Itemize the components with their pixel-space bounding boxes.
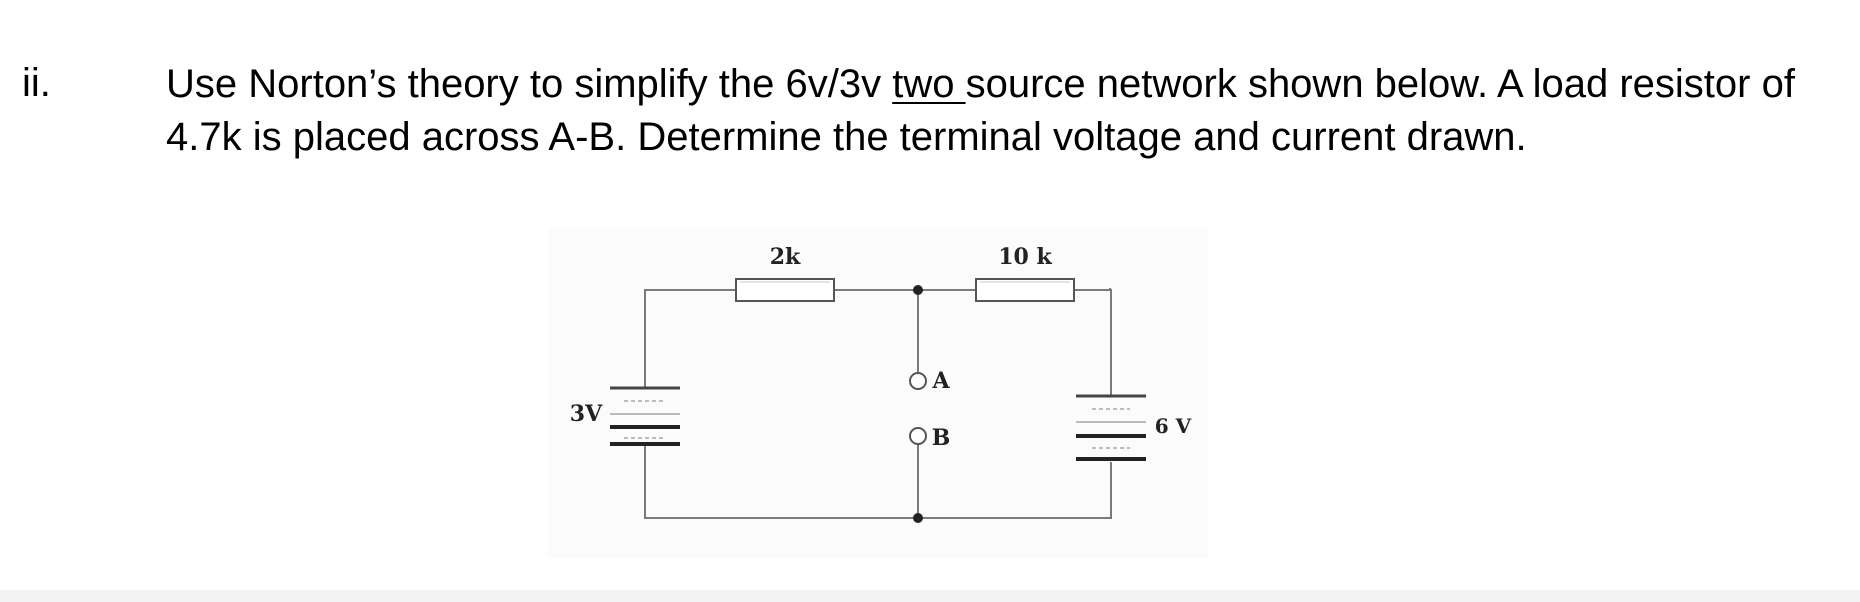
bottom-strip bbox=[0, 590, 1860, 602]
circuit-wires bbox=[644, 288, 1112, 519]
question-number: ii. bbox=[22, 61, 51, 105]
battery-3v bbox=[610, 386, 680, 446]
wire-left-top bbox=[644, 289, 736, 388]
battery-6v bbox=[1076, 394, 1146, 461]
resistor-10k bbox=[975, 278, 1075, 302]
resistor-2k-label: 2k bbox=[770, 244, 801, 270]
resistor-10k-label: 10 k bbox=[998, 244, 1052, 270]
question-text: Use Norton’s theory to simplify the 6v/3… bbox=[166, 58, 1806, 164]
junction-bottom bbox=[913, 513, 923, 523]
terminal-b-circle bbox=[909, 427, 927, 445]
wire-right-top bbox=[1074, 288, 1112, 396]
terminal-a-circle bbox=[909, 372, 927, 390]
terminal-b-label: B bbox=[932, 425, 951, 451]
question-text-underlined: two bbox=[892, 62, 966, 106]
terminal-a-label: A bbox=[931, 368, 950, 394]
wire-bottom bbox=[644, 444, 1112, 519]
question-block: ii. Use Norton’s theory to simplify the … bbox=[0, 0, 1860, 240]
question-text-part-1: Use Norton’s theory to simplify the 6v/3… bbox=[166, 62, 893, 106]
source-6v-label: 6 V bbox=[1155, 414, 1192, 438]
circuit-svg: 2k 10 k 3V 6 V A B bbox=[570, 244, 1192, 523]
junction-top bbox=[913, 285, 923, 295]
source-3v-label: 3V bbox=[570, 401, 603, 427]
question-text-part-2: source network shown below. A load resis… bbox=[166, 62, 1795, 159]
circuit-diagram: 2k 10 k 3V 6 V A B bbox=[548, 228, 1208, 558]
resistor-2k bbox=[735, 278, 835, 302]
